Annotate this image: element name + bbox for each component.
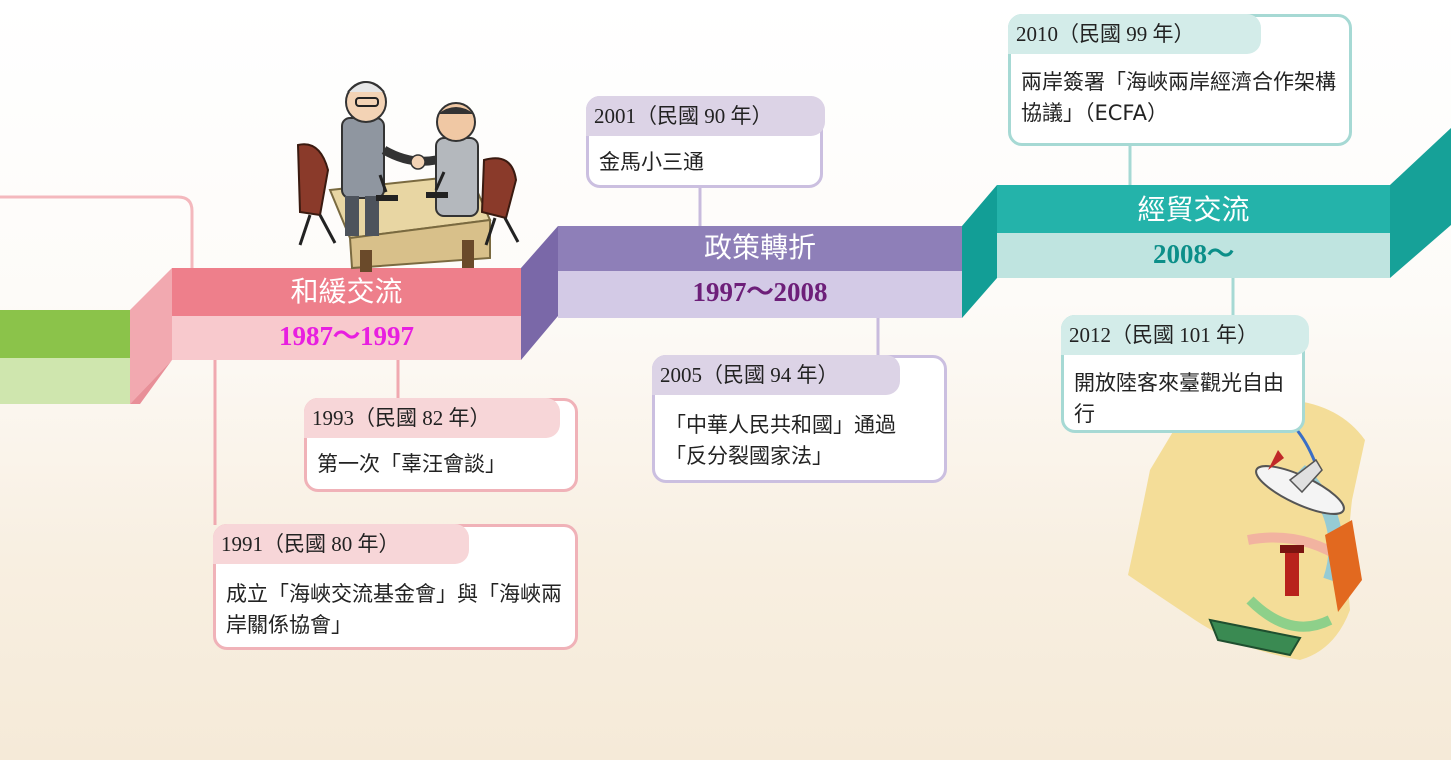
ribbon-segment-pink [172, 268, 521, 316]
ribbon-fold-purple [521, 226, 558, 360]
stage-3-period: 2008～ [1153, 239, 1234, 269]
ribbon-fold-pink [130, 268, 172, 404]
event-card-2012: 2012（民國 101 年） 開放陸客來臺觀光自由行 [1061, 315, 1309, 433]
event-year: 2010（民國 99 年） [1008, 14, 1261, 54]
ribbon-segment-purple-lower [558, 271, 962, 318]
event-year: 1993（民國 82 年） [304, 398, 560, 438]
stage-1-title: 和緩交流 [290, 275, 403, 308]
ribbon-segment-teal-lower [997, 233, 1390, 278]
event-text: 第一次「辜汪會談」 [317, 452, 506, 476]
event-card-2010: 2010（民國 99 年） 兩岸簽署「海峽兩岸經濟合作架構協議」（ECFA） [1008, 14, 1352, 146]
event-text: 金馬小三通 [599, 150, 704, 174]
event-year: 2012（民國 101 年） [1061, 315, 1309, 355]
stage-3-title: 經貿交流 [1137, 193, 1250, 226]
event-card-1993: 1993（民國 82 年） 第一次「辜汪會談」 [304, 398, 578, 492]
event-text: 兩岸簽署「海峽兩岸經濟合作架構協議」（ECFA） [1021, 70, 1336, 125]
ribbon-segment-green-lower [0, 358, 130, 404]
ribbon-segment-green [0, 310, 130, 358]
event-text: 「中華人民共和國」通過「反分裂國家法」 [665, 413, 896, 468]
event-card-2001: 2001（民國 90 年） 金馬小三通 [586, 96, 825, 188]
event-card-1991: 1991（民國 80 年） 成立「海峽交流基金會」與「海峽兩岸關係協會」 [213, 524, 578, 650]
stage-1-period: 1987～1997 [279, 321, 414, 351]
event-text: 開放陸客來臺觀光自由行 [1074, 371, 1284, 426]
event-year: 1991（民國 80 年） [213, 524, 469, 564]
ribbon-segment-purple [558, 226, 962, 271]
event-text: 成立「海峽交流基金會」與「海峽兩岸關係協會」 [226, 582, 562, 637]
ribbon-segment-pink-lower [172, 316, 521, 360]
event-year: 2001（民國 90 年） [586, 96, 825, 136]
stage-2-title: 政策轉折 [703, 231, 816, 264]
event-card-2005: 2005（民國 94 年） 「中華人民共和國」通過「反分裂國家法」 [652, 355, 947, 483]
event-year: 2005（民國 94 年） [652, 355, 900, 395]
stage-2-period: 1997～2008 [692, 277, 828, 307]
ribbon-segment-teal [997, 185, 1390, 233]
ribbon-fold-teal-end [1390, 128, 1451, 278]
connector-line [0, 195, 194, 268]
ribbon-fold-teal [962, 185, 997, 318]
